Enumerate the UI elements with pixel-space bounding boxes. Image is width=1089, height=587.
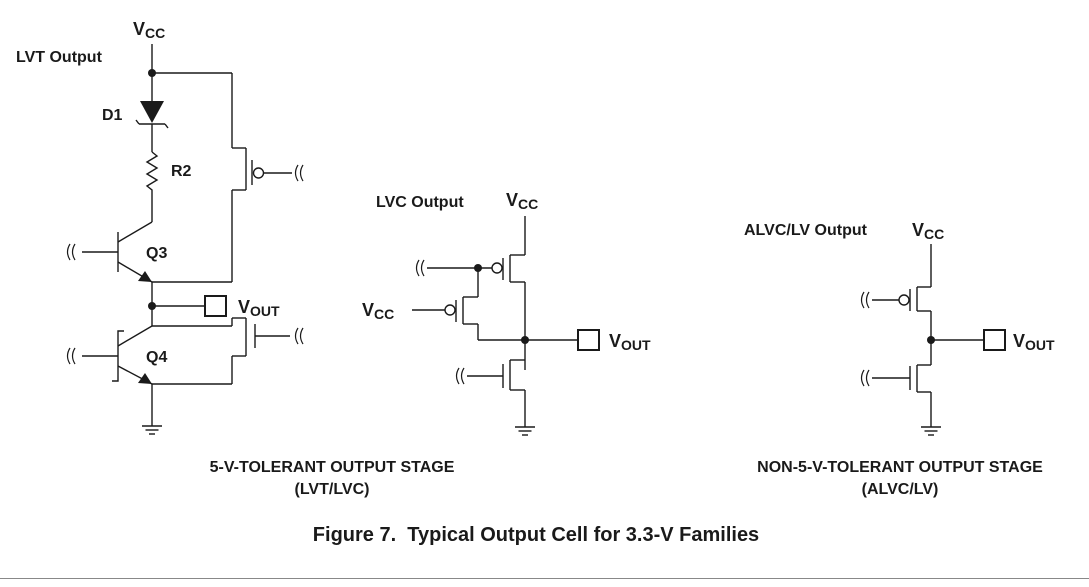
- non-tolerant-stage-sublabel: (ALVC/LV): [862, 481, 939, 498]
- lvt-title: LVT Output: [16, 49, 103, 66]
- lvt-vout-label: VOUT: [238, 297, 280, 319]
- lvt-vcc-node: [148, 69, 156, 77]
- r2-label: R2: [171, 163, 192, 180]
- lvc-nmos: [467, 359, 526, 427]
- alvc-nmos: [872, 364, 932, 427]
- transistor-q3: [82, 221, 153, 283]
- q4-base-signal: [66, 347, 76, 365]
- alvc-vout-terminal: [983, 329, 1006, 351]
- lvc-vcc-input-label: VCC: [362, 300, 394, 322]
- page-rule: [0, 578, 1089, 579]
- diode-d1: [135, 101, 169, 152]
- lvc-pmos-top-signal: [415, 259, 425, 277]
- lvc-title: LVC Output: [376, 194, 464, 211]
- lvt-nmos: [231, 317, 290, 384]
- alvc-pmos: [872, 244, 932, 365]
- lvc-vout-label: VOUT: [609, 331, 651, 353]
- lvt-vcc-rail: [151, 44, 233, 148]
- lvt-ground-net: [151, 383, 232, 426]
- lvc-ground-symbol: [514, 426, 536, 436]
- lvt-vout-terminal: [204, 295, 227, 317]
- alvc-circuit: ALVC/LV Output VCC VOUT: [744, 220, 1055, 436]
- q4-label: Q4: [146, 349, 167, 366]
- lvc-vout-terminal: [577, 329, 600, 351]
- lvt-output-node: [148, 302, 156, 310]
- lvc-nmos-signal: [455, 367, 465, 385]
- lvc-pmos-bottom: [412, 268, 525, 341]
- lvt-pmos-gate-signal: [294, 164, 304, 182]
- alvc-pmos-signal: [860, 291, 870, 309]
- alvc-vout-label: VOUT: [1013, 331, 1055, 353]
- transistor-q4: [82, 325, 153, 385]
- resistor-r2: [145, 151, 159, 222]
- alvc-vcc-label: VCC: [912, 220, 944, 242]
- lvc-circuit: LVC Output VCC VCC: [362, 190, 651, 436]
- figure-caption: Figure 7. Typical Output Cell for 3.3-V …: [313, 524, 759, 546]
- lvt-ground-symbol: [141, 425, 163, 435]
- non-tolerant-stage-label: NON-5-V-TOLERANT OUTPUT STAGE: [757, 459, 1043, 476]
- tolerant-stage-label: 5-V-TOLERANT OUTPUT STAGE: [210, 459, 455, 476]
- lvt-pmos: [231, 147, 292, 282]
- lvt-vcc-label: VCC: [133, 19, 165, 41]
- alvc-ground-symbol: [920, 426, 942, 436]
- lvt-circuit: LVT Output VCC D1 R2: [16, 19, 304, 435]
- alvc-nmos-signal: [860, 369, 870, 387]
- lvc-pmos-top: [427, 216, 526, 370]
- lvt-nmos-gate-signal: [294, 327, 304, 345]
- lvt-output-net: [151, 281, 233, 327]
- alvc-title: ALVC/LV Output: [744, 222, 868, 239]
- q3-label: Q3: [146, 245, 167, 262]
- q3-base-signal: [66, 243, 76, 261]
- tolerant-stage-sublabel: (LVT/LVC): [295, 481, 370, 498]
- d1-label: D1: [102, 107, 123, 124]
- lvc-vcc-label: VCC: [506, 190, 538, 212]
